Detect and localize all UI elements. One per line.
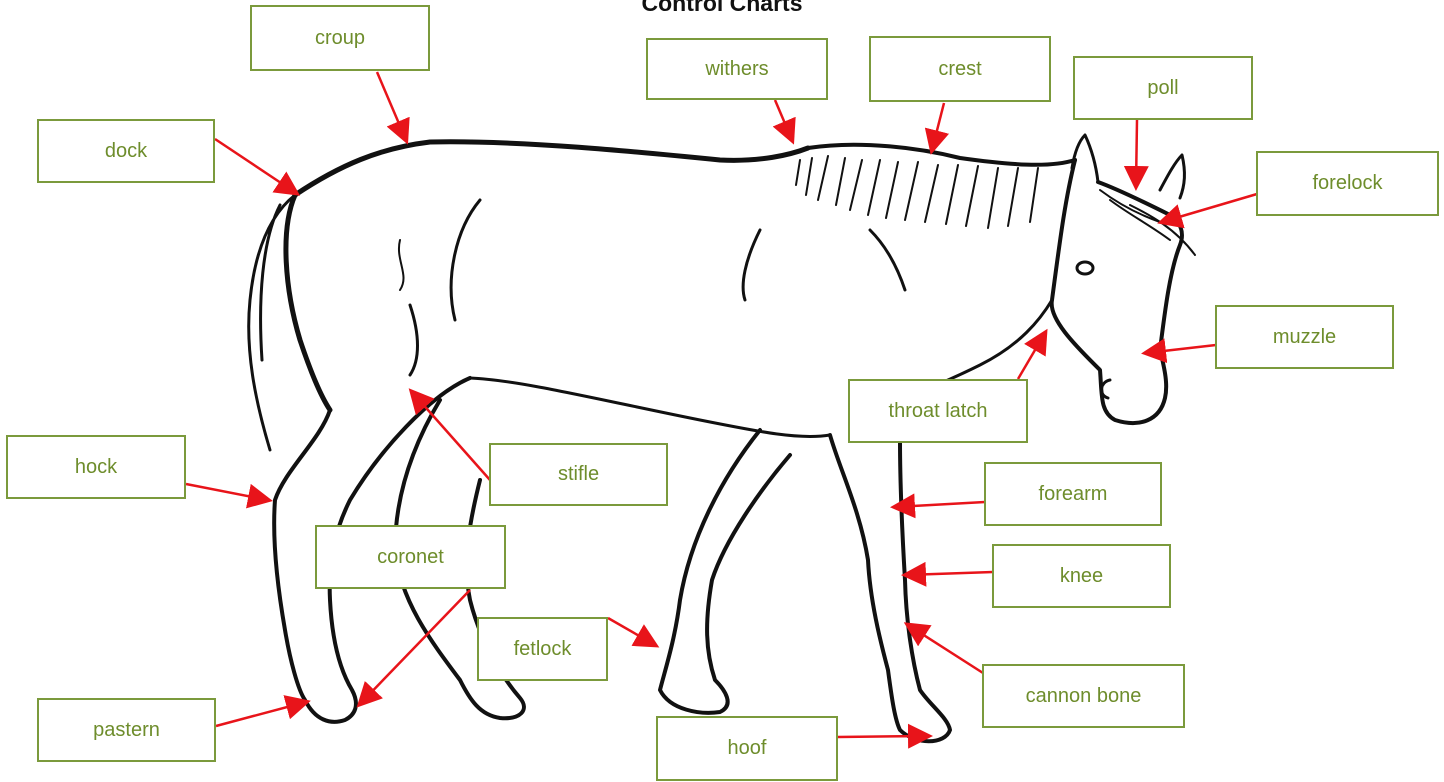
arrow-throat-latch xyxy=(1018,333,1045,379)
label-pastern: pastern xyxy=(37,698,216,762)
arrow-withers xyxy=(775,100,792,140)
label-stifle: stifle xyxy=(489,443,668,506)
arrow-stifle xyxy=(412,392,490,480)
label-throat-latch: throat latch xyxy=(848,379,1028,443)
label-poll: poll xyxy=(1073,56,1253,120)
arrow-forelock xyxy=(1162,194,1257,222)
arrow-knee xyxy=(906,572,993,575)
arrow-cannon-bone xyxy=(908,625,983,673)
arrow-hock xyxy=(186,484,268,500)
label-hoof: hoof xyxy=(656,716,838,781)
arrow-pastern xyxy=(216,702,306,726)
arrow-forearm xyxy=(895,502,985,507)
arrow-dock xyxy=(215,139,296,193)
label-knee: knee xyxy=(992,544,1171,608)
label-forearm: forearm xyxy=(984,462,1162,526)
arrow-crest xyxy=(932,103,944,150)
label-fetlock: fetlock xyxy=(477,617,608,681)
label-croup: croup xyxy=(250,5,430,71)
label-withers: withers xyxy=(646,38,828,100)
arrow-muzzle xyxy=(1146,345,1216,353)
label-crest: crest xyxy=(869,36,1051,102)
arrow-coronet xyxy=(360,590,470,704)
arrow-croup xyxy=(377,72,406,140)
arrow-poll xyxy=(1136,120,1137,186)
label-forelock: forelock xyxy=(1256,151,1439,216)
label-dock: dock xyxy=(37,119,215,183)
arrow-hoof xyxy=(838,736,928,737)
label-muzzle: muzzle xyxy=(1215,305,1394,369)
label-cannon-bone: cannon bone xyxy=(982,664,1185,728)
label-coronet: coronet xyxy=(315,525,506,589)
label-hock: hock xyxy=(6,435,186,499)
arrow-fetlock xyxy=(608,618,655,645)
